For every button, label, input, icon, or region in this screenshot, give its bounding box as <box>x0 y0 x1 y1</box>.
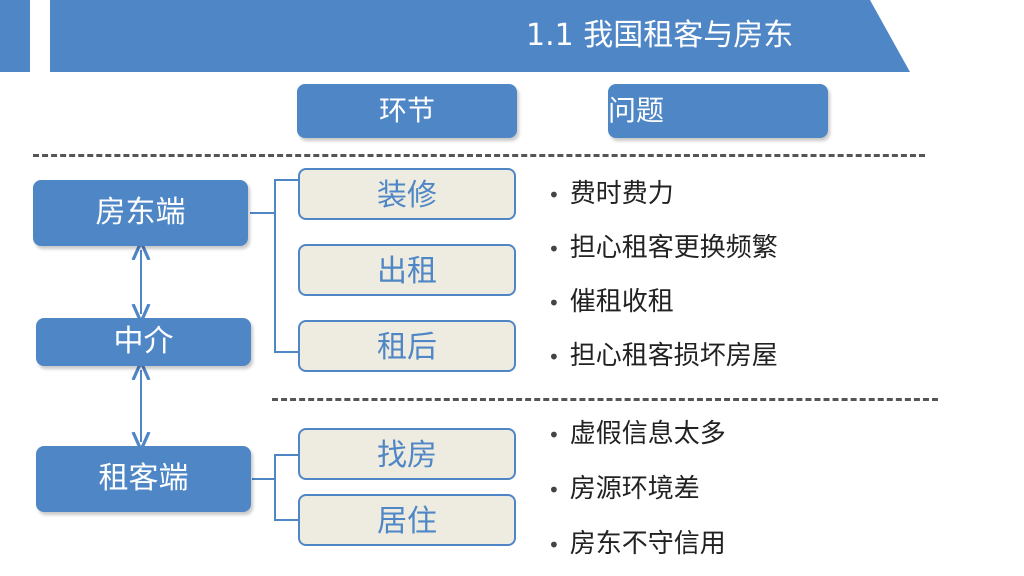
bullet-dot-icon: • <box>548 423 560 447</box>
column-header-stage: 环节 <box>297 84 517 138</box>
bullet-dot-icon: • <box>548 183 560 207</box>
bullet-dot-icon: • <box>548 237 560 261</box>
issue-text: 担心租客更换频繁 <box>569 233 778 263</box>
column-header-problem: 问题 <box>608 84 828 138</box>
bracket-tenant <box>252 454 298 521</box>
slide-title: 1.1 我国租客与房东 <box>526 18 794 53</box>
actor-agent: 中介 <box>36 318 251 366</box>
landlord-issue: • 担心租客损坏房屋 <box>548 338 778 374</box>
dashed-divider-middle <box>272 398 938 401</box>
landlord-issue: • 催租收租 <box>548 284 674 320</box>
issue-text: 催租收租 <box>569 287 674 317</box>
stage-after-rent: 租后 <box>298 320 516 372</box>
issue-text: 担心租客损坏房屋 <box>569 341 778 371</box>
bullet-dot-icon: • <box>548 345 560 369</box>
bracket-landlord <box>250 179 298 353</box>
dashed-divider-top <box>33 154 925 157</box>
stage-house-hunting: 找房 <box>298 428 516 480</box>
issue-text: 房源环境差 <box>569 474 700 504</box>
bullet-dot-icon: • <box>548 478 560 502</box>
bullet-dot-icon: • <box>548 291 560 315</box>
tenant-issue: • 房源环境差 <box>548 471 700 507</box>
landlord-issue: • 担心租客更换频繁 <box>548 230 778 266</box>
tenant-issue: • 房东不守信用 <box>548 526 726 562</box>
stage-renting-out: 出租 <box>298 244 516 296</box>
landlord-issue: • 费时费力 <box>548 176 674 212</box>
actor-tenant: 租客端 <box>36 446 251 512</box>
tenant-issue: • 虚假信息太多 <box>548 416 726 452</box>
header-banner <box>50 0 910 72</box>
actor-landlord: 房东端 <box>33 180 248 246</box>
stage-living: 居住 <box>298 494 516 546</box>
issue-text: 虚假信息太多 <box>569 419 726 449</box>
issue-text: 费时费力 <box>569 179 674 209</box>
bullet-dot-icon: • <box>548 533 560 557</box>
header-accent-tab <box>0 0 30 72</box>
stage-renovation: 装修 <box>298 168 516 220</box>
issue-text: 房东不守信用 <box>569 529 726 559</box>
column-header-problem-label: 问题 <box>608 94 665 127</box>
